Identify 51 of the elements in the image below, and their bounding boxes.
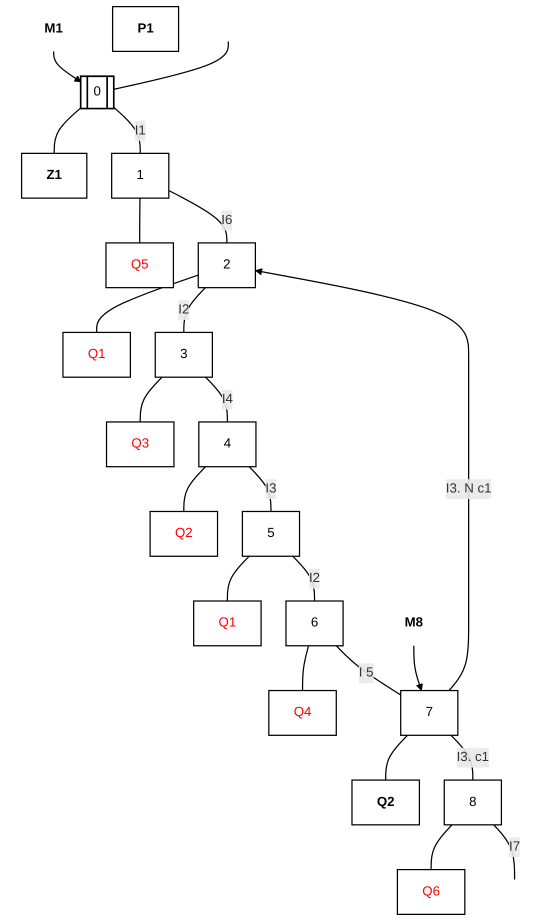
connector (226, 556, 250, 602)
node-box: 5 (242, 510, 300, 557)
node-text: M8 (404, 616, 424, 630)
edge-label: I3. N c1 (446, 482, 492, 496)
connector (140, 376, 162, 422)
edge-label: I 5 (358, 666, 374, 680)
connector (54, 107, 82, 154)
node-box: 8 (444, 779, 502, 826)
node-box: P1 (112, 6, 180, 52)
edge-label: I3 (265, 482, 276, 496)
node-box: 3 (154, 332, 213, 378)
edge-label: I4 (222, 392, 233, 406)
node-box: Z1 (20, 152, 88, 199)
edge-label: I1 (134, 124, 146, 138)
edge-label: I7 (509, 840, 520, 854)
connector (139, 198, 141, 243)
node-box: Q4 (268, 690, 337, 736)
node-box: Q1 (62, 332, 131, 378)
node-box: Q3 (106, 421, 175, 468)
node-box: Q2 (351, 779, 420, 826)
connector (302, 646, 310, 691)
connector (96, 274, 198, 332)
connector (183, 466, 206, 512)
node-box: 2 (198, 242, 256, 288)
connector (292, 556, 316, 602)
node-box: Q2 (149, 510, 218, 557)
connector (430, 824, 452, 870)
arrow (413, 646, 423, 691)
connector (336, 645, 402, 696)
connector (385, 734, 408, 780)
connector (114, 41, 229, 90)
connector (168, 190, 228, 243)
connector (248, 466, 272, 512)
arrow (53, 51, 82, 82)
node-box: Q6 (396, 868, 466, 915)
node-box: 1 (111, 152, 170, 199)
edge-label: I6 (221, 213, 232, 228)
edge-label: I2 (309, 571, 320, 586)
connector (493, 824, 516, 880)
node-box: 7 (400, 690, 458, 736)
edge-label: I3. c1 (456, 750, 490, 764)
node-box: Q5 (105, 242, 174, 288)
node-box: Q1 (193, 600, 262, 646)
connector (114, 107, 141, 154)
connector (205, 376, 228, 422)
edge-label: I2 (178, 302, 190, 317)
arrow (255, 268, 470, 691)
node-box: 6 (285, 600, 344, 646)
node-text: M1 (44, 22, 63, 36)
node-box: 4 (198, 421, 257, 468)
connector (183, 287, 206, 332)
